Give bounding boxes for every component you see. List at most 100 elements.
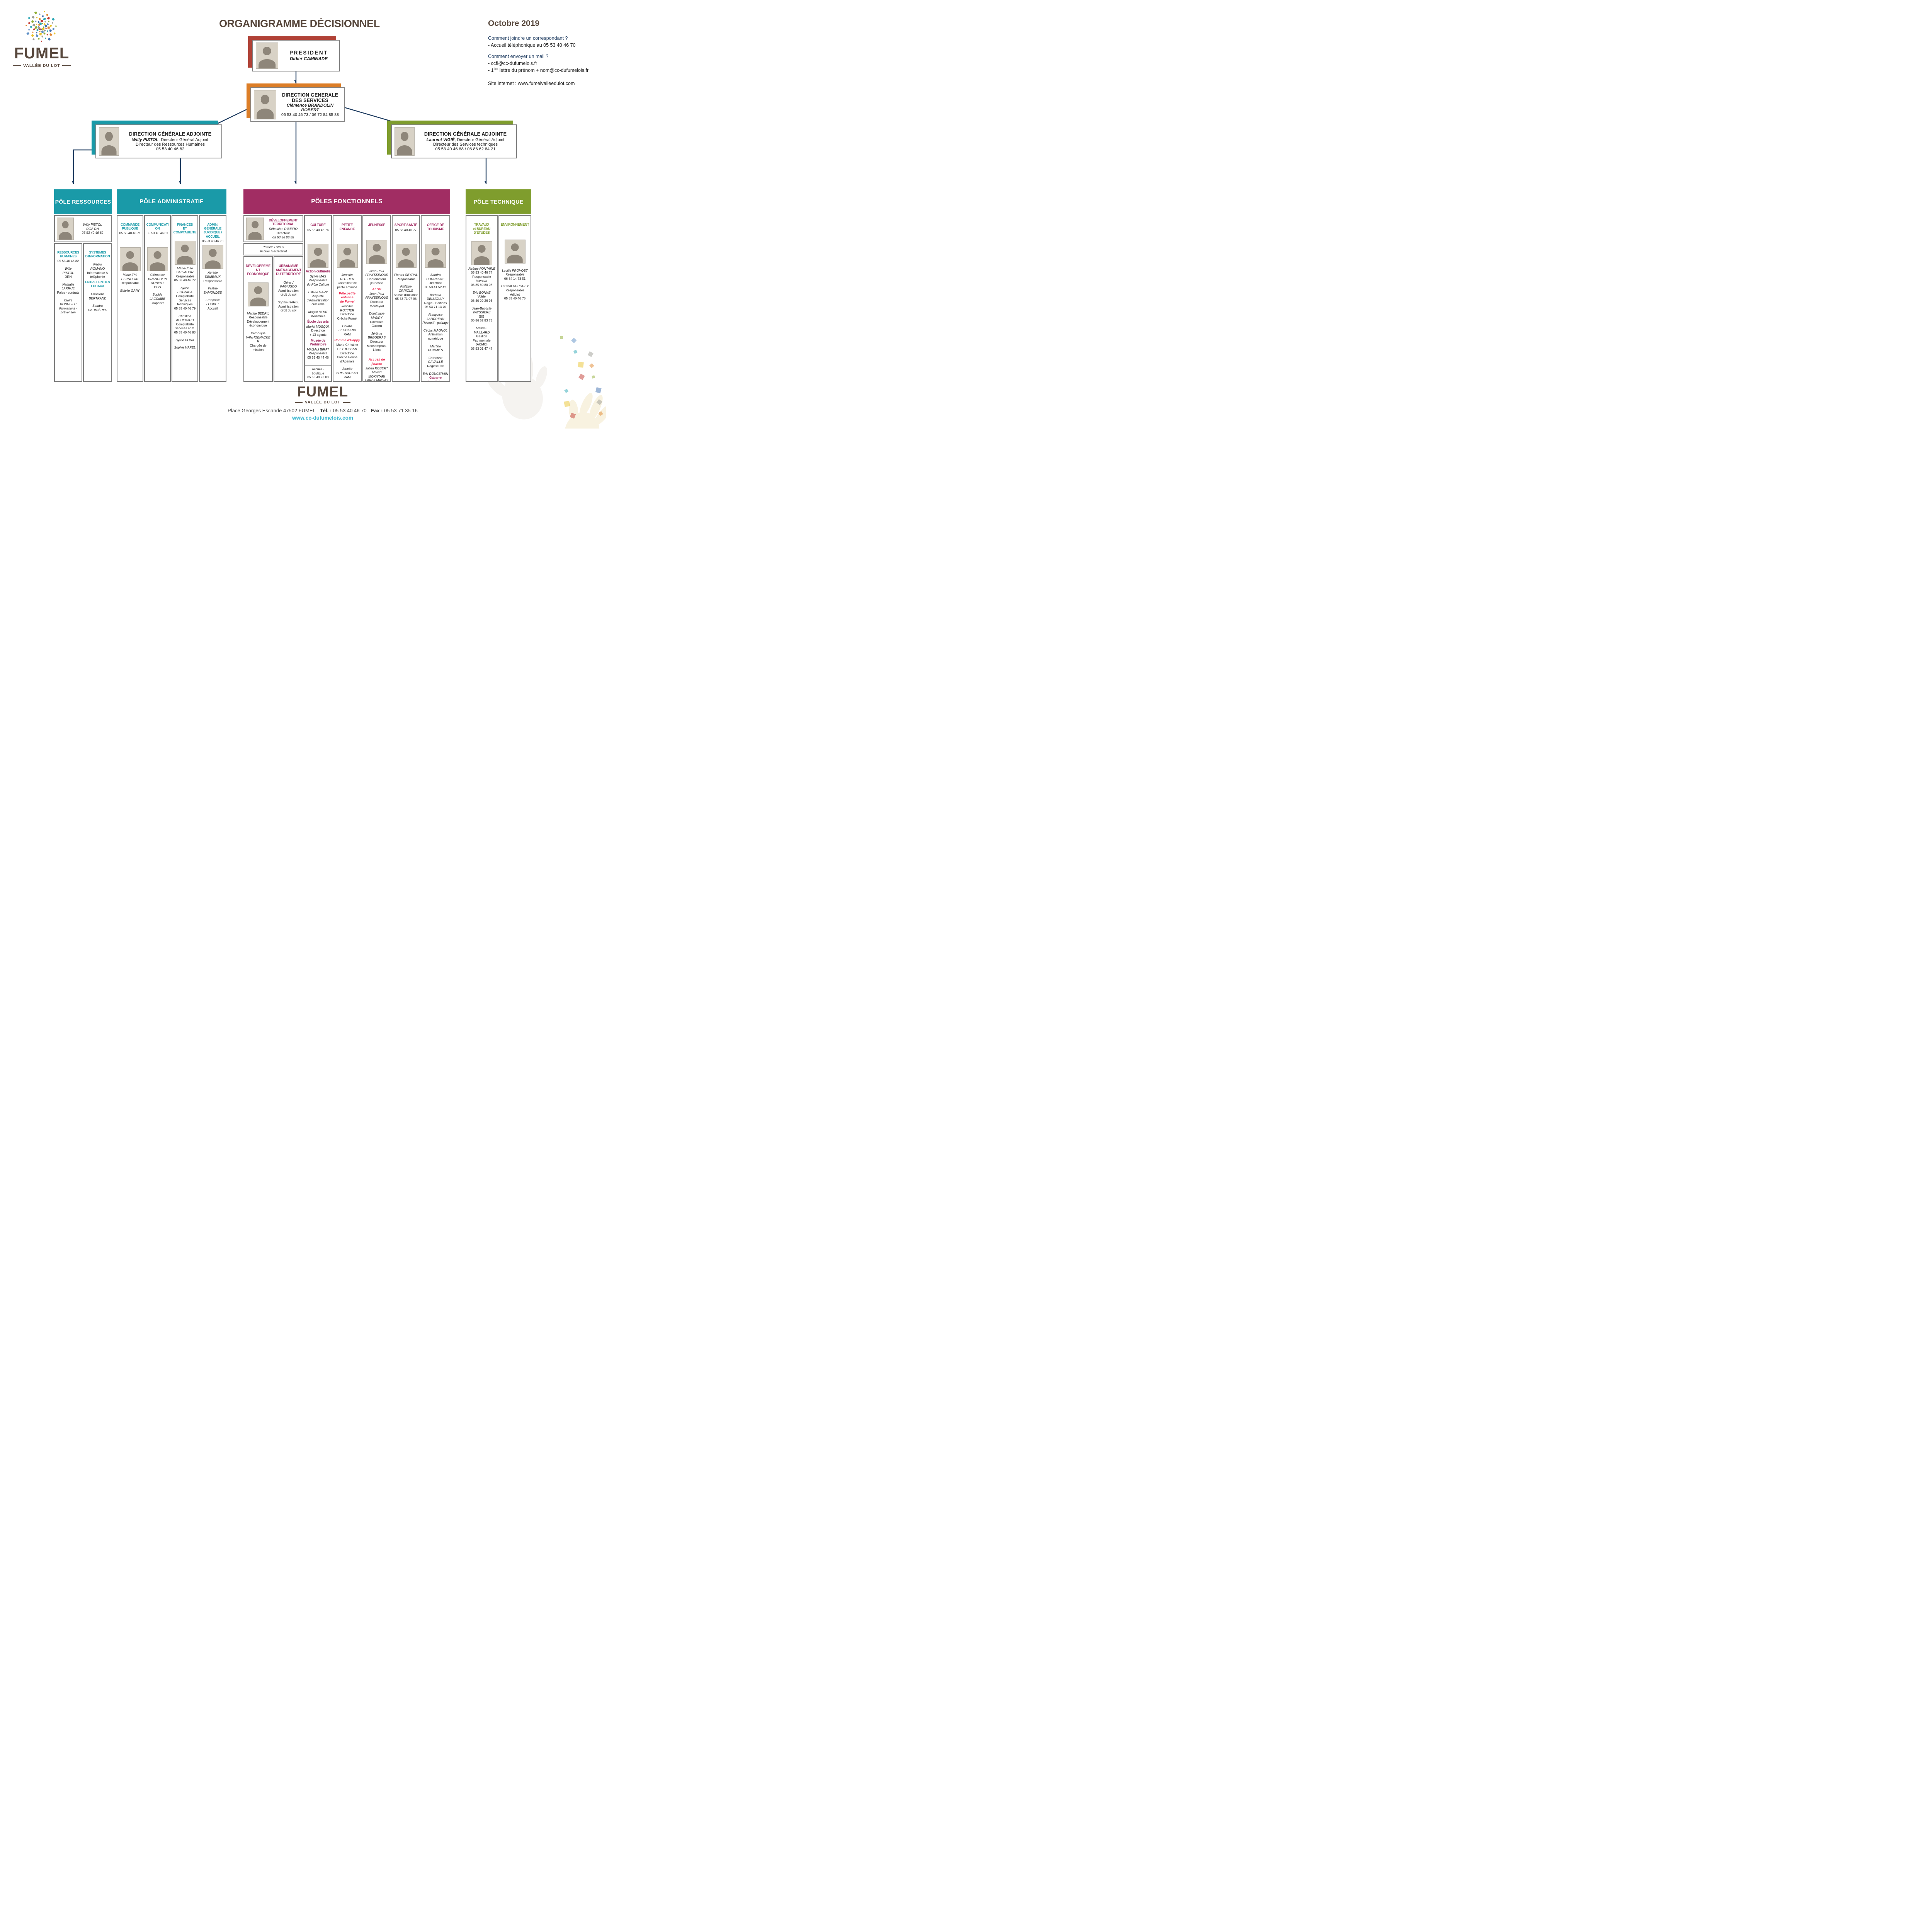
org-line: Voirie bbox=[478, 294, 486, 299]
org-line: ENTRETIEN DES LOCAUX bbox=[85, 280, 110, 288]
org-line: Magali BIRAT bbox=[308, 310, 328, 314]
spacer bbox=[467, 303, 496, 306]
org-line: École des arts bbox=[307, 320, 329, 324]
logo-dot bbox=[46, 34, 48, 36]
logo-dot bbox=[37, 37, 40, 40]
org-line: Régie - Editions bbox=[424, 301, 447, 305]
logo-dot bbox=[38, 26, 39, 27]
org-line: Jennifer ROTTIER bbox=[340, 273, 354, 281]
logo-dot bbox=[44, 37, 46, 39]
org-line: Gabarre Fuméloise bbox=[427, 376, 443, 381]
logo-dot bbox=[48, 20, 50, 22]
org-line: Directrice bbox=[429, 281, 442, 285]
logo-dot bbox=[42, 15, 44, 17]
spacer bbox=[422, 325, 449, 328]
chief-phone: 05 53 40 46 82 bbox=[82, 231, 104, 235]
contact-answer: - ccfl@cc-dufumelois.fr bbox=[488, 60, 537, 66]
org-line: Pôle petite enfance de Fumel bbox=[339, 291, 355, 304]
logo-dot bbox=[46, 14, 48, 16]
contact-info-block: Octobre 2019 Comment joindre un correspo… bbox=[488, 18, 604, 87]
org-line: ADMIN. GÉNÉRALE JURIDIQUE / ACCUEIL bbox=[203, 223, 222, 238]
org-line: Directrice Crèche Penne d'Agenais bbox=[337, 351, 358, 363]
spacer bbox=[393, 269, 418, 273]
logo-dot bbox=[44, 11, 45, 12]
footer-website: www.cc-dufumelois.com bbox=[292, 415, 353, 421]
logo-dot bbox=[36, 17, 38, 19]
spacer bbox=[364, 228, 389, 238]
org-line: Estelle GARY bbox=[120, 288, 140, 293]
logo-dot bbox=[41, 36, 44, 38]
logo-dot bbox=[46, 23, 49, 26]
dev-territorial-photo bbox=[246, 218, 264, 240]
org-line: Administration droit du sol bbox=[278, 304, 299, 313]
spacer bbox=[201, 294, 225, 298]
spacer bbox=[422, 352, 449, 356]
confetti-decoration bbox=[560, 336, 603, 419]
org-line: CULTURE bbox=[310, 223, 326, 227]
org-line: Administration droit du sol bbox=[278, 288, 299, 297]
org-line: Sophie LACOMBE bbox=[150, 293, 165, 301]
footer-tagline: VALLÉE DU LOT bbox=[168, 400, 477, 405]
spacer bbox=[201, 283, 225, 286]
org-line: Marie-Christine PEYRUSSAN bbox=[336, 343, 358, 351]
confetti-dot bbox=[573, 349, 578, 354]
confetti-dot bbox=[564, 401, 570, 407]
footer-logo-wordmark: FUMEL bbox=[297, 384, 349, 400]
org-line: Pomme d'Happy bbox=[334, 338, 360, 342]
spacer bbox=[334, 321, 360, 324]
logo-dot bbox=[47, 26, 50, 29]
org-line: Julien ROBERT bbox=[365, 366, 388, 370]
org-line: Clémence BRANDOLIN ROBERT bbox=[148, 272, 167, 285]
portrait-photo bbox=[119, 247, 141, 271]
org-line: Mathieu MAILLARD bbox=[473, 326, 490, 334]
logo-tagline: VALLÉE DU LOT bbox=[11, 63, 73, 68]
org-line: PETITE ENFANCE bbox=[339, 223, 355, 231]
org-line: Adjointe d'Administration culturelle bbox=[306, 294, 330, 306]
org-line: Responsable bbox=[396, 277, 415, 281]
org-line: Véronique VANHOENACKER bbox=[246, 331, 270, 344]
logo-dot bbox=[43, 26, 44, 28]
spacer bbox=[393, 232, 418, 242]
tagline-dash bbox=[342, 402, 350, 403]
org-line: Marie-José SALVADOR bbox=[176, 266, 194, 274]
logo-dot bbox=[26, 25, 27, 27]
dga-left-name-line: Willy PISTOL, Directeur Général Adjoint bbox=[132, 138, 209, 142]
org-line: Jean-Paul FRAYSSINOUS bbox=[365, 269, 388, 277]
spacer bbox=[467, 323, 496, 326]
org-line: 06 40 09 26 96 bbox=[471, 298, 493, 303]
logo-dot bbox=[46, 30, 48, 32]
logo-dot bbox=[39, 22, 42, 25]
logo-dot bbox=[49, 33, 53, 36]
logo-dot bbox=[55, 25, 57, 27]
portrait-photo bbox=[395, 244, 417, 268]
spacer bbox=[364, 328, 389, 332]
org-line: Réceptif - guidage bbox=[422, 321, 449, 325]
contact-answer: - 1ère lettre du prénom + nom@cc-dufumel… bbox=[488, 67, 589, 73]
logo-dot bbox=[30, 26, 32, 28]
org-line: Muriel MUSQUI, bbox=[306, 324, 330, 328]
spacer bbox=[85, 300, 111, 304]
spacer bbox=[334, 232, 360, 242]
dga-right-role: Directeur des Services techniques bbox=[433, 142, 498, 147]
dgs-title-line2: DES SERVICES bbox=[292, 98, 328, 103]
org-line: Jérôme BREGERAS bbox=[367, 331, 386, 340]
org-line: Miloud MOKHTARI bbox=[368, 370, 385, 378]
org-line: Barbara DELMOULY bbox=[427, 293, 444, 301]
logo-dot bbox=[28, 22, 31, 24]
confetti-dot bbox=[564, 389, 569, 393]
logo-dot bbox=[32, 31, 34, 33]
org-line: Directeur Montayral bbox=[369, 300, 384, 308]
portrait-photo bbox=[337, 244, 358, 268]
org-line: Directrice Cuzorn bbox=[370, 320, 384, 328]
org-line: Jean-Paul FRAYSSINOUS bbox=[365, 291, 388, 300]
pole-ressources-chief-box: Willy PISTOL DGA RH 05 53 40 46 82 bbox=[54, 215, 112, 242]
spacer bbox=[422, 269, 449, 273]
org-line: 05 53 41 52 42 bbox=[425, 285, 446, 289]
spacer bbox=[467, 236, 496, 239]
logo-dot bbox=[51, 22, 54, 24]
org-line: 05 53 40 46 74 bbox=[471, 270, 493, 275]
org-line: Sandra DUDRAGNE bbox=[426, 273, 445, 281]
